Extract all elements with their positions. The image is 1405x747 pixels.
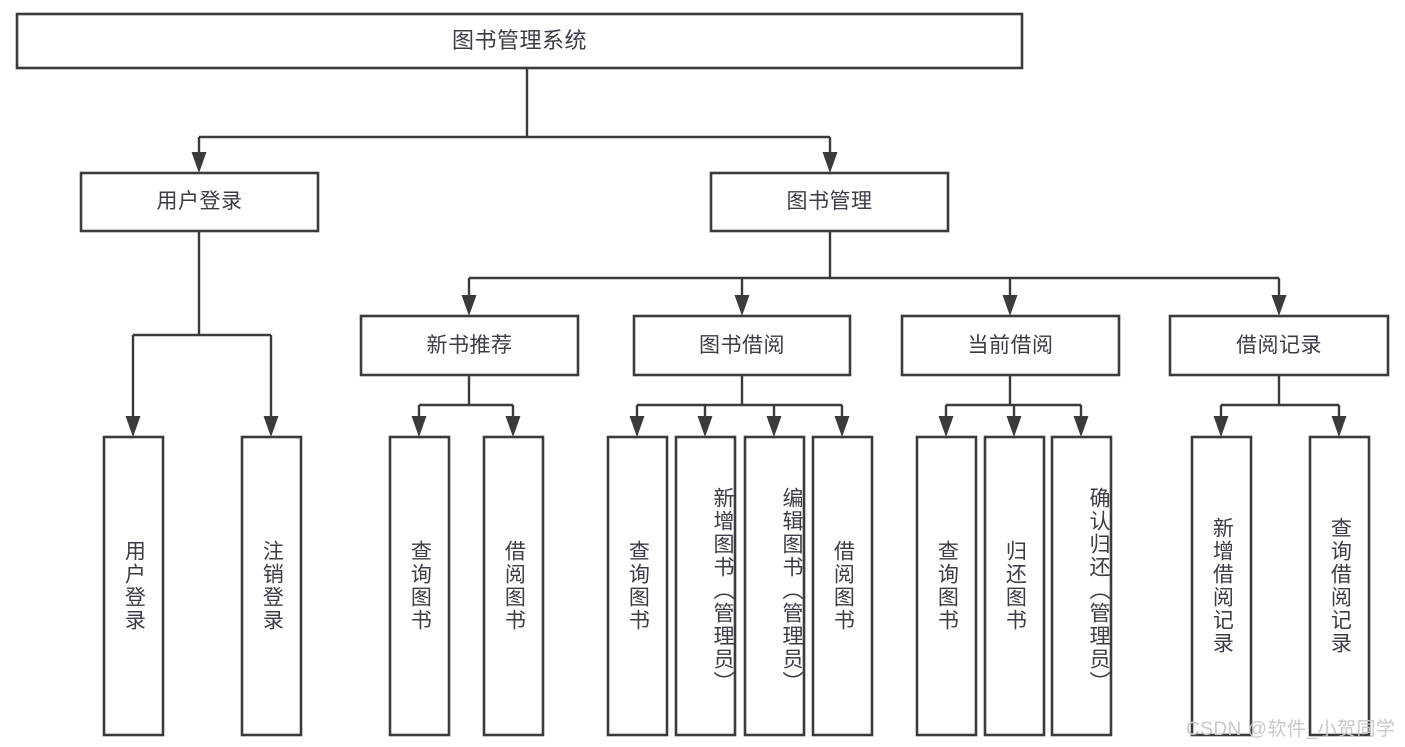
leaf-box-book-borrow-1[interactable] bbox=[674, 435, 737, 737]
connector-user-login-to-leaves bbox=[125, 231, 279, 437]
leaf-box-user-login-1[interactable] bbox=[240, 435, 303, 737]
connector-current-borrow-to-leaves bbox=[938, 375, 1089, 437]
csdn-watermark: CSDN @软件_小贺同学 bbox=[1186, 719, 1396, 740]
connector-new-book-to-leaves bbox=[411, 375, 521, 437]
connector-root-to-level2 bbox=[191, 68, 838, 173]
node-box-new-book-recommend[interactable] bbox=[359, 314, 580, 377]
leaf-box-borrow-record-0[interactable] bbox=[1190, 435, 1253, 737]
leaf-box-new-book-1[interactable] bbox=[482, 435, 545, 737]
leaf-box-current-borrow-2[interactable] bbox=[1050, 435, 1113, 737]
leaf-box-book-borrow-3[interactable] bbox=[811, 435, 874, 737]
leaf-box-current-borrow-1[interactable] bbox=[983, 435, 1046, 737]
leaf-box-book-borrow-0[interactable] bbox=[606, 435, 669, 737]
leaf-box-new-book-0[interactable] bbox=[388, 435, 451, 737]
node-box-borrow-record[interactable] bbox=[1168, 314, 1390, 377]
node-box-book-management[interactable] bbox=[709, 171, 950, 233]
node-box-user-login[interactable] bbox=[79, 171, 320, 233]
leaf-box-user-login-0[interactable] bbox=[102, 435, 165, 737]
connector-borrow-record-to-leaves bbox=[1213, 375, 1347, 437]
node-box-root[interactable] bbox=[15, 12, 1024, 70]
node-box-book-borrow[interactable] bbox=[632, 314, 852, 377]
leaf-box-current-borrow-0[interactable] bbox=[915, 435, 978, 737]
node-box-current-borrow[interactable] bbox=[900, 314, 1121, 377]
connector-book-management-to-level3 bbox=[461, 231, 1287, 316]
leaf-box-book-borrow-2[interactable] bbox=[743, 435, 806, 737]
leaf-box-borrow-record-1[interactable] bbox=[1308, 435, 1371, 737]
connector-book-borrow-to-leaves bbox=[629, 375, 850, 437]
